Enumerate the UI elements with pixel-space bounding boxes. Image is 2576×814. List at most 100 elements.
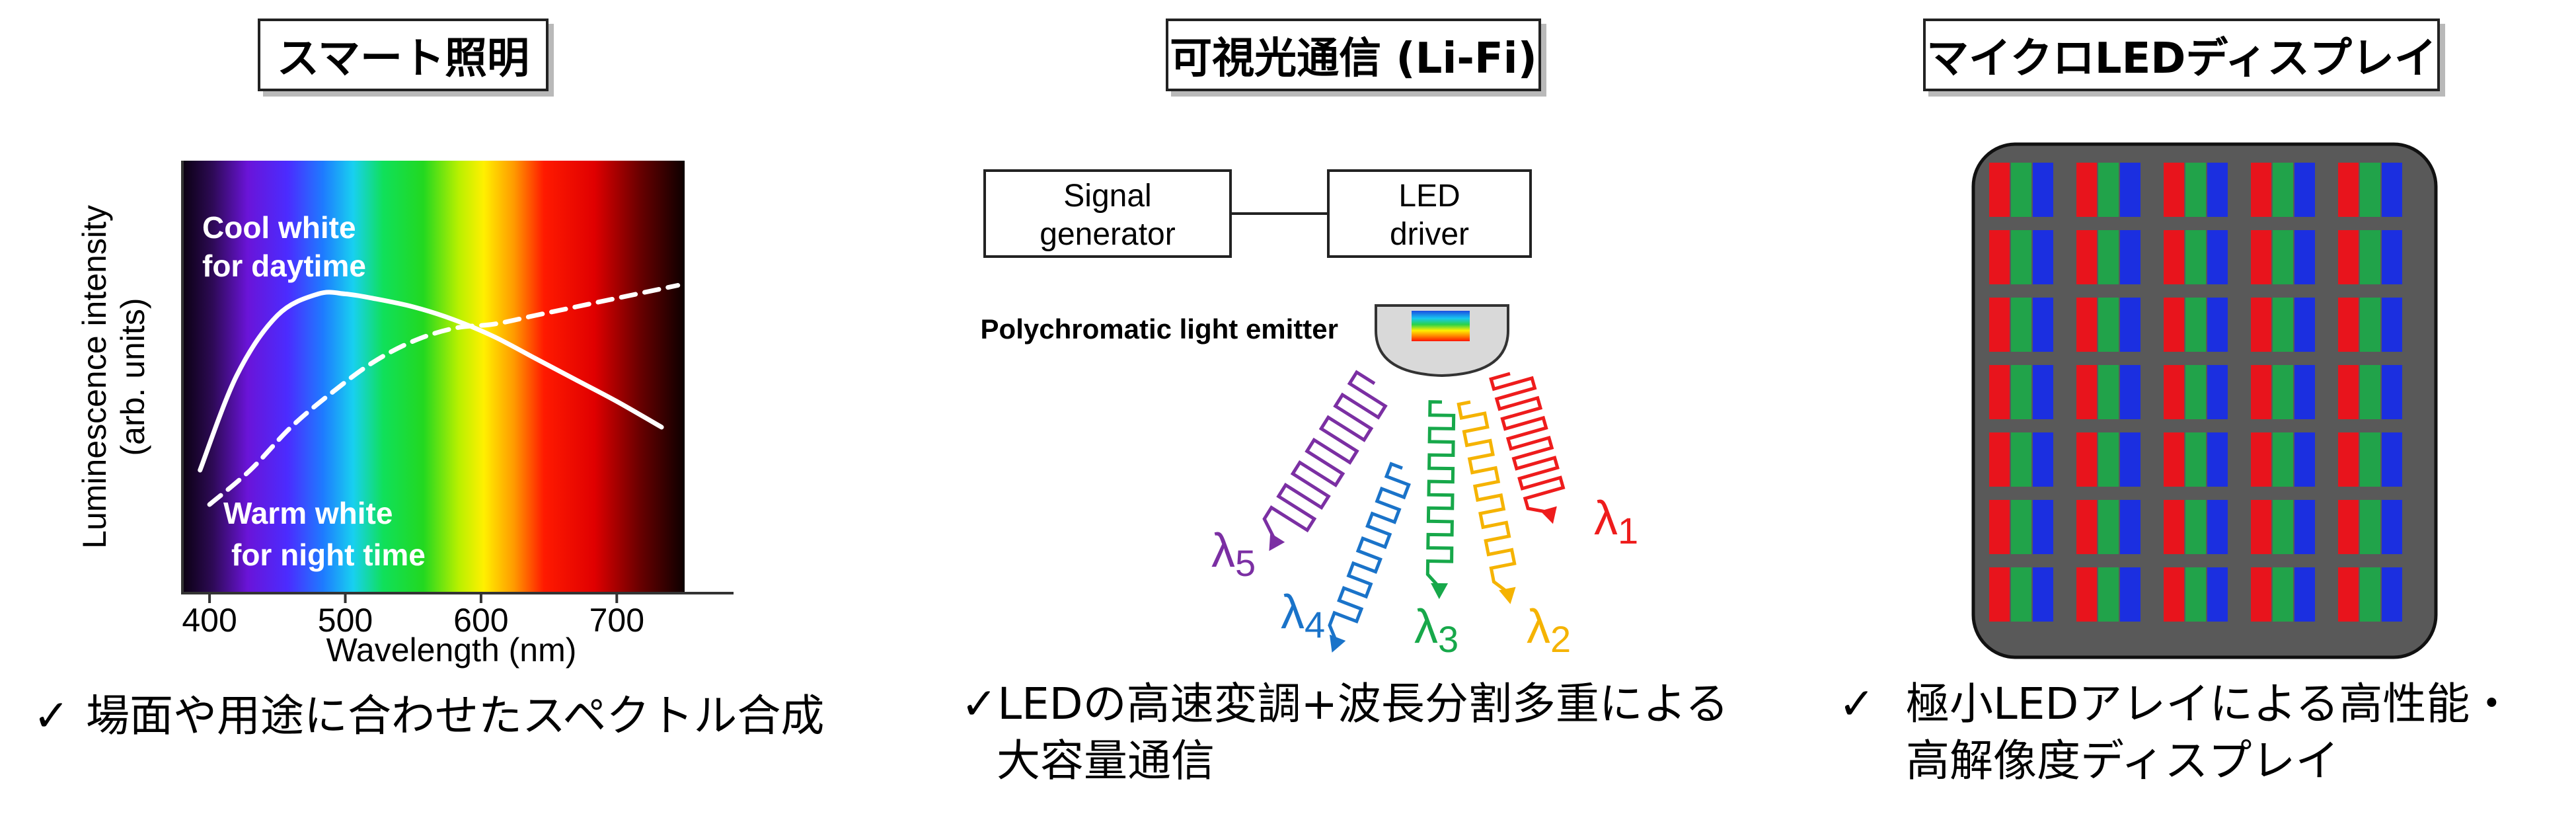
subpixel (2360, 567, 2380, 622)
warm-white-label-line1: Warm white (223, 496, 393, 530)
wavelength-labels: λ1 λ2 λ3 λ4 λ5 (1211, 492, 1638, 660)
subpixel (2076, 567, 2097, 622)
subpixel (2294, 230, 2315, 284)
subpixel (2076, 365, 2097, 419)
subpixel (2251, 230, 2271, 284)
microled-caption-line1: 極小LEDアレイによる高性能・ (1906, 678, 2514, 729)
subpixel (2185, 298, 2206, 352)
microled-caption-line2: 高解像度ディスプレイ (1906, 735, 2339, 786)
subpixel (2251, 298, 2271, 352)
subpixel (2207, 432, 2228, 487)
ray-lambda-5 (1262, 370, 1388, 542)
subpixel (2273, 500, 2293, 554)
subpixel (2360, 365, 2380, 419)
signal-generator-label-line1: Signal (1063, 179, 1151, 214)
y-axis-label-line1: Luminescence intensity (76, 205, 113, 549)
microled-title: マイクロLEDディスプレイ (1923, 19, 2440, 91)
subpixel (2360, 163, 2380, 217)
subpixel (2098, 365, 2119, 419)
ray-lambda-3 (1425, 400, 1456, 589)
subpixel (2251, 163, 2271, 217)
ray-lambda-3-arrowhead (1431, 583, 1449, 599)
subpixel (2120, 365, 2140, 419)
lifi-caption-line1: LEDの高速変調+波長分割多重による (997, 678, 1729, 729)
subpixel (2011, 230, 2031, 284)
subpixel (2251, 500, 2271, 554)
lifi-title: 可視光通信 (Li-Fi) (1166, 19, 1541, 91)
ray-lambda-1 (1489, 372, 1566, 514)
subpixel (2338, 298, 2359, 352)
subpixel (1989, 230, 2010, 284)
lambda-5-label: λ5 (1211, 524, 1256, 584)
led-driver-label-line1: LED (1398, 179, 1460, 214)
subpixel (2382, 432, 2402, 487)
subpixel (2164, 298, 2184, 352)
lifi-caption-line2: 大容量通信 (997, 735, 1215, 786)
subpixel (2076, 500, 2097, 554)
subpixel (2120, 230, 2140, 284)
subpixel (2294, 298, 2315, 352)
subpixel (2076, 298, 2097, 352)
lambda-1-label: λ1 (1594, 492, 1638, 551)
subpixel (2011, 567, 2031, 622)
subpixel (2120, 500, 2140, 554)
subpixel (2185, 500, 2206, 554)
subpixel (2185, 432, 2206, 487)
check-icon: ✓ (1838, 678, 1875, 729)
microled-display (1971, 142, 2438, 659)
signal-generator-box (983, 169, 1232, 258)
signal-generator-label-line2: generator (1040, 217, 1175, 252)
subpixel (2251, 365, 2271, 419)
subpixel (2164, 163, 2184, 217)
subpixel (1989, 163, 2010, 217)
subpixel (2033, 500, 2053, 554)
subpixel (2185, 365, 2206, 419)
spectrum-curves (198, 283, 681, 507)
subpixel (2098, 500, 2119, 554)
ray-lambda-2 (1457, 400, 1517, 594)
cool-white-label-line1: Cool white (202, 210, 356, 245)
subpixel (2382, 500, 2402, 554)
ray-lambda-2-arrowhead (1499, 587, 1516, 604)
subpixel (2011, 432, 2031, 487)
subpixel (2338, 432, 2359, 487)
subpixel (2076, 163, 2097, 217)
ray-lambda-4 (1328, 462, 1411, 642)
lambda-4-label: λ4 (1281, 586, 1325, 645)
x-tick-label: 500 (318, 602, 373, 639)
subpixel (1989, 500, 2010, 554)
cool-white-curve (198, 290, 664, 473)
subpixel (2207, 567, 2228, 622)
subpixel (2164, 432, 2184, 487)
warm-white-label-line2: for night time (231, 538, 426, 572)
subpixel (2360, 432, 2380, 487)
microled-panel: マイクロLEDディスプレイ ✓ 極小LEDアレイによる高性能・ 高解像度ディスプレ… (1817, 0, 2576, 814)
subpixel (2033, 432, 2053, 487)
subpixel (2120, 163, 2140, 217)
led-driver-label-line2: driver (1390, 217, 1469, 252)
subpixel (2033, 230, 2053, 284)
subpixel (2098, 298, 2119, 352)
subpixel (2273, 163, 2293, 217)
smart-lighting-panel: スマート照明 4 (0, 0, 905, 814)
subpixel (1989, 365, 2010, 419)
subpixel (2273, 432, 2293, 487)
subpixel (2207, 365, 2228, 419)
subpixel (2164, 500, 2184, 554)
check-icon: ✓ (961, 678, 998, 729)
spectrum-background (182, 161, 685, 592)
subpixel (2011, 500, 2031, 554)
subpixel (2294, 163, 2315, 217)
subpixel (2098, 567, 2119, 622)
ray-lambda-5-arrowhead (1269, 532, 1285, 551)
lambda-2-label: λ2 (1527, 600, 1571, 660)
subpixel (2273, 298, 2293, 352)
subpixel (2338, 567, 2359, 622)
subpixel (2011, 365, 2031, 419)
subpixel (1989, 298, 2010, 352)
emitter-chip (1412, 311, 1470, 341)
subpixel (2033, 298, 2053, 352)
subpixel (2185, 567, 2206, 622)
subpixel (2382, 567, 2402, 622)
pixel-grid (1989, 163, 2402, 622)
